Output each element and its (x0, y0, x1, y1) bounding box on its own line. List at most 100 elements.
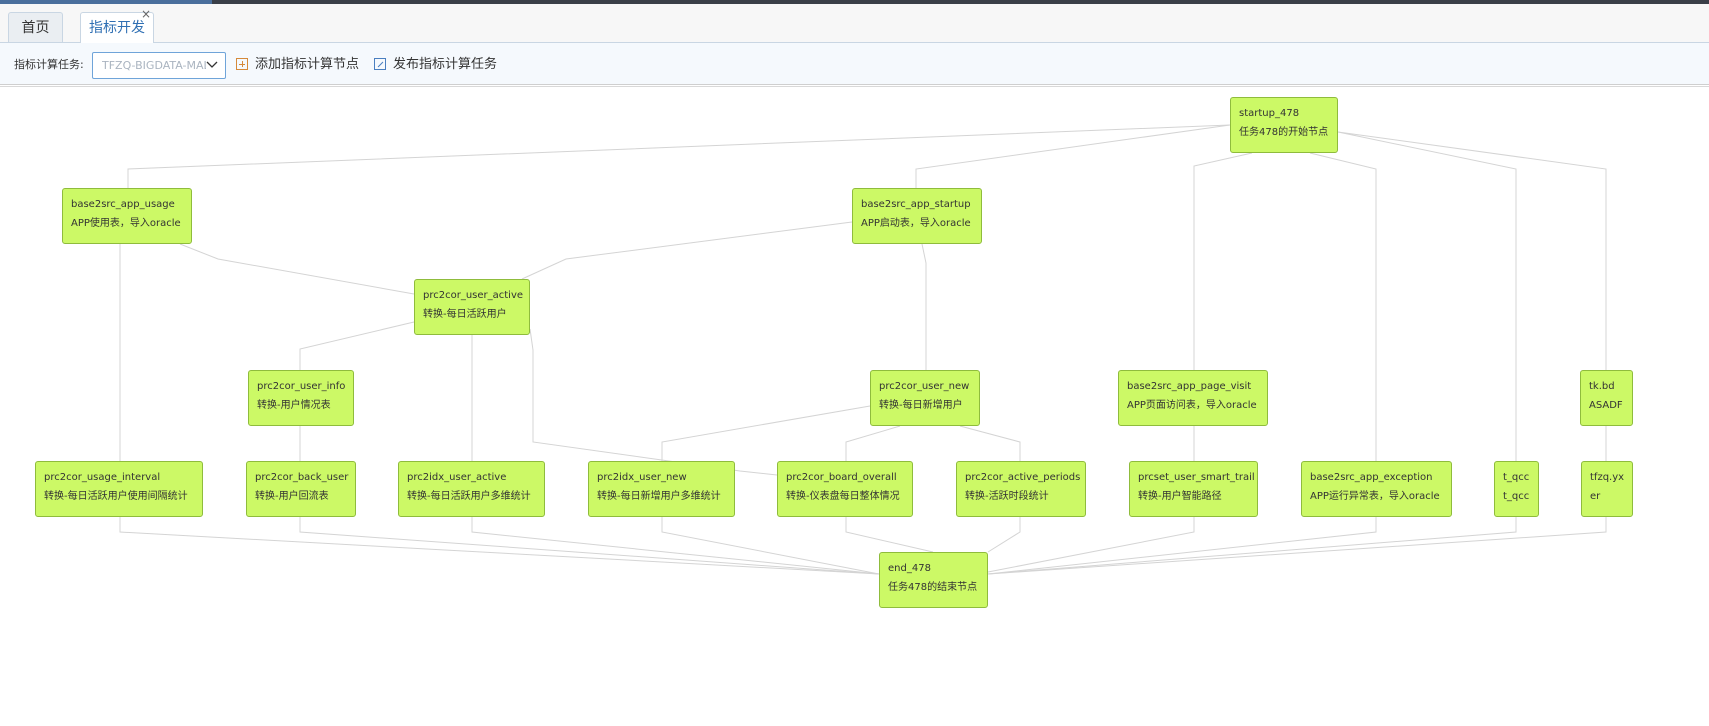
dag-edge (915, 124, 1231, 188)
add-node-label: 添加指标计算节点 (255, 57, 360, 72)
node-name: prc2cor_back_user (255, 472, 349, 483)
tab-metric-dev[interactable]: 指标开发 × (80, 7, 154, 43)
publish-task-label: 发布指标计算任务 (393, 57, 498, 72)
dag-edge (1337, 131, 1607, 370)
publish-task-button[interactable]: 发布指标计算任务 (374, 55, 497, 75)
node-name: base2src_app_startup (861, 199, 971, 210)
node-description: APP启动表，导入oracle (861, 218, 971, 229)
node-name: prc2cor_usage_interval (44, 472, 161, 483)
dag-edge (521, 221, 853, 280)
node-description: APP使用表，导入oracle (71, 218, 181, 229)
dag-edge (1309, 152, 1377, 461)
node-description: 转换-每日新增用户 (879, 400, 963, 411)
node-description: 转换-活跃时段统计 (965, 491, 1049, 502)
dag-edge (1337, 131, 1517, 461)
dag-node-prc2cor_back_user[interactable]: prc2cor_back_user 转换-用户回流表 (246, 461, 356, 517)
top-strip-accent (0, 0, 212, 4)
node-name: prc2cor_active_periods (965, 472, 1081, 483)
dag-edge (471, 517, 880, 575)
node-description: 转换-仪表盘每日整体情况 (786, 491, 900, 502)
dag-edge (959, 425, 1021, 461)
tab-bar: 首页 指标开发 × (0, 4, 1709, 43)
node-description: 转换-每日新增用户多维统计 (597, 491, 721, 502)
top-strip (0, 0, 1709, 4)
node-name: startup_478 (1239, 108, 1300, 119)
dag-edge (1193, 152, 1253, 370)
dag-node-prc2idx_user_active[interactable]: prc2idx_user_active 转换-每日活跃用户多维统计 (398, 461, 545, 517)
dag-edge (987, 517, 1517, 575)
dag-edge (987, 517, 1021, 553)
dag-node-prc2cor_board_overall[interactable]: prc2cor_board_overall 转换-仪表盘每日整体情况 (777, 461, 913, 517)
node-description: er (1590, 491, 1601, 502)
node-name: tfzq.yx (1590, 472, 1625, 483)
dag-edge (529, 328, 778, 476)
dag-edge (299, 517, 880, 575)
node-name: prc2idx_user_new (597, 472, 687, 483)
task-select[interactable]: TFZQ-BIGDATA-MALL (92, 52, 226, 79)
node-description: APP页面访问表，导入oracle (1127, 400, 1257, 411)
task-select-label: 指标计算任务: (14, 58, 84, 71)
node-description: t_qcc (1503, 491, 1530, 502)
node-description: ASADF (1589, 400, 1623, 411)
dag-edge (179, 243, 415, 295)
dag-edge (845, 425, 901, 461)
dag-node-prc2cor_user_active[interactable]: prc2cor_user_active 转换-每日活跃用户 (414, 279, 530, 335)
dag-edge (127, 124, 1231, 188)
dag-edge (921, 243, 927, 370)
node-description: 转换-每日活跃用户使用间隔统计 (44, 491, 188, 502)
dag-edge (987, 517, 1195, 573)
node-name: prc2cor_user_new (879, 381, 970, 392)
node-name: t_qcc (1503, 472, 1530, 483)
dag-node-prcset_user_smart_trail[interactable]: prcset_user_smart_trail 转换-用户智能路径 (1129, 461, 1258, 517)
tab-home[interactable]: 首页 (8, 12, 63, 42)
node-name: prc2cor_user_info (257, 381, 346, 392)
node-name: base2src_app_usage (71, 199, 175, 210)
node-name: prc2cor_board_overall (786, 472, 897, 483)
dag-edge (987, 517, 1607, 575)
node-name: base2src_app_exception (1310, 472, 1433, 483)
node-name: prc2cor_user_active (423, 290, 524, 301)
tab-home-label: 首页 (21, 20, 50, 36)
dag-node-prc2cor_usage_interval[interactable]: prc2cor_usage_interval 转换-每日活跃用户使用间隔统计 (35, 461, 203, 517)
toolbar: 指标计算任务: TFZQ-BIGDATA-MALL 添加指标计算节点 发布指标计… (0, 43, 1709, 85)
close-icon[interactable]: × (140, 7, 151, 21)
dag-edge (987, 517, 1377, 575)
dag-node-end_478[interactable]: end_478 任务478的结束节点 (879, 552, 988, 608)
node-description: 转换-每日活跃用户 (423, 309, 507, 320)
node-name: base2src_app_page_visit (1127, 381, 1252, 392)
task-select-value: TFZQ-BIGDATA-MALL (102, 59, 206, 72)
node-description: 转换-用户智能路径 (1138, 491, 1222, 502)
node-name: end_478 (888, 563, 931, 574)
dag-node-startup_478[interactable]: startup_478 任务478的开始节点 (1230, 97, 1338, 153)
dag-node-prc2cor_active_periods[interactable]: prc2cor_active_periods 转换-活跃时段统计 (956, 461, 1086, 517)
edit-icon (374, 58, 386, 70)
dag-edges (119, 124, 1607, 575)
dag-node-prc2cor_user_new[interactable]: prc2cor_user_new 转换-每日新增用户 (870, 370, 980, 426)
dag-edge (119, 517, 880, 575)
node-description: 任务478的结束节点 (888, 582, 978, 593)
dag-node-t_qcc[interactable]: t_qcc t_qcc (1494, 461, 1539, 517)
dag-node-tfzq_yxer[interactable]: tfzq.yx er (1581, 461, 1633, 517)
dag-edge (299, 321, 415, 370)
node-description: 转换-用户回流表 (255, 491, 329, 502)
node-name: tk.bd (1589, 381, 1615, 392)
tab-metric-dev-label: 指标开发 (89, 20, 145, 36)
add-icon (236, 58, 248, 70)
node-name: prcset_user_smart_trail (1138, 472, 1255, 483)
dag-node-prc2idx_user_new[interactable]: prc2idx_user_new 转换-每日新增用户多维统计 (588, 461, 735, 517)
node-description: 转换-每日活跃用户多维统计 (407, 491, 531, 502)
dag-edge (661, 517, 880, 575)
node-name: prc2idx_user_active (407, 472, 507, 483)
dag-edge (661, 405, 871, 461)
dag-edge (845, 517, 934, 553)
chevron-down-icon (206, 61, 218, 68)
node-description: 任务478的开始节点 (1239, 127, 1329, 138)
add-node-button[interactable]: 添加指标计算节点 (236, 55, 359, 75)
